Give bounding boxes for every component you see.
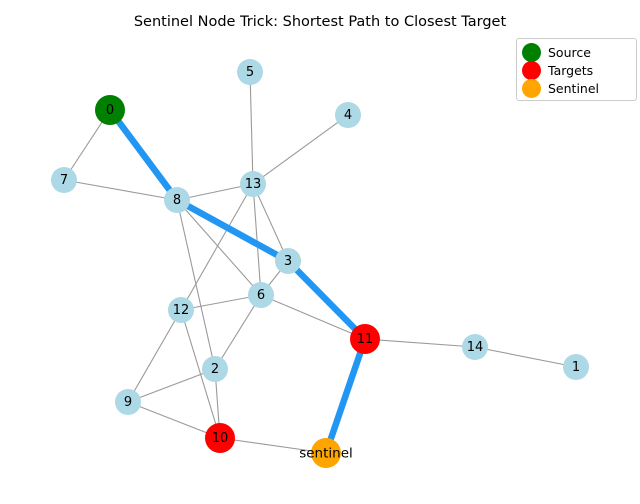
node-marker-6[interactable] <box>248 282 274 308</box>
node-marker-10[interactable] <box>205 423 235 453</box>
node-marker-0[interactable] <box>95 95 125 125</box>
graph-node-2[interactable]: 2 <box>202 356 228 382</box>
graph-edge-3-11 <box>284 257 369 343</box>
graph-edge-6-11 <box>260 294 366 340</box>
graph-edge-11-sentinel <box>322 335 369 457</box>
graph-node-10[interactable]: 10 <box>205 423 235 453</box>
graph-edge-6-2 <box>214 294 262 370</box>
node-marker-14[interactable] <box>462 334 488 360</box>
graph-edge-9-2 <box>127 368 216 403</box>
graph-edge-13-3 <box>252 183 289 262</box>
graph-edge-0-8 <box>106 106 181 204</box>
legend-swatch-icon-targets <box>522 60 541 80</box>
node-marker-13[interactable] <box>240 171 266 197</box>
graph-node-12[interactable]: 12 <box>168 297 194 323</box>
graph-node-11[interactable]: 11 <box>350 324 380 354</box>
graph-edge-8-6 <box>176 199 262 296</box>
node-marker-11[interactable] <box>350 324 380 354</box>
legend-label: Sentinel <box>548 80 600 96</box>
graph-edge-6-12 <box>180 294 262 311</box>
graph-edge-8-3 <box>173 196 292 265</box>
graph-node-3[interactable]: 3 <box>275 248 301 274</box>
node-marker-2[interactable] <box>202 356 228 382</box>
edges-layer <box>63 71 577 457</box>
graph-edge-5-13 <box>249 71 254 185</box>
legend-item-sentinel: Sentinel <box>522 78 630 98</box>
graph-node-4[interactable]: 4 <box>335 102 361 128</box>
graph-edge-11-14 <box>364 338 476 348</box>
node-marker-1[interactable] <box>563 354 589 380</box>
node-marker-7[interactable] <box>51 167 77 193</box>
graph-edge-12-9 <box>127 309 182 403</box>
legend-label: Targets <box>548 62 594 78</box>
graph-node-0[interactable]: 0 <box>95 95 125 125</box>
graph-edge-10-sentinel <box>219 437 327 454</box>
graph-node-5[interactable]: 5 <box>237 59 263 85</box>
legend-swatch-icon-sentinel <box>522 78 541 98</box>
node-marker-9[interactable] <box>115 389 141 415</box>
legend-item-source: Source <box>522 42 630 62</box>
legend-item-targets: Targets <box>522 60 630 80</box>
graph-edge-13-6 <box>252 183 262 296</box>
graph-node-sentinel[interactable]: sentinel <box>299 438 353 468</box>
node-marker-12[interactable] <box>168 297 194 323</box>
node-marker-4[interactable] <box>335 102 361 128</box>
graph-node-6[interactable]: 6 <box>248 282 274 308</box>
page-title: Sentinel Node Trick: Shortest Path to Cl… <box>133 14 507 30</box>
legend-label: Source <box>548 44 591 60</box>
graph-edge-4-13 <box>252 114 349 185</box>
graph-node-9[interactable]: 9 <box>115 389 141 415</box>
node-marker-sentinel[interactable] <box>311 438 341 468</box>
graph-edge-7-8 <box>63 179 178 201</box>
graph-node-13[interactable]: 13 <box>240 171 266 197</box>
graph-node-14[interactable]: 14 <box>462 334 488 360</box>
node-marker-5[interactable] <box>237 59 263 85</box>
graph-edge-13-12 <box>180 183 254 311</box>
graph-node-8[interactable]: 8 <box>164 187 190 213</box>
legend-swatch-icon-source <box>522 42 541 62</box>
graph-node-1[interactable]: 1 <box>563 354 589 380</box>
graph-node-7[interactable]: 7 <box>51 167 77 193</box>
graph-edge-9-10 <box>127 401 221 439</box>
node-marker-3[interactable] <box>275 248 301 274</box>
node-marker-8[interactable] <box>164 187 190 213</box>
graph-edge-14-1 <box>474 346 577 368</box>
